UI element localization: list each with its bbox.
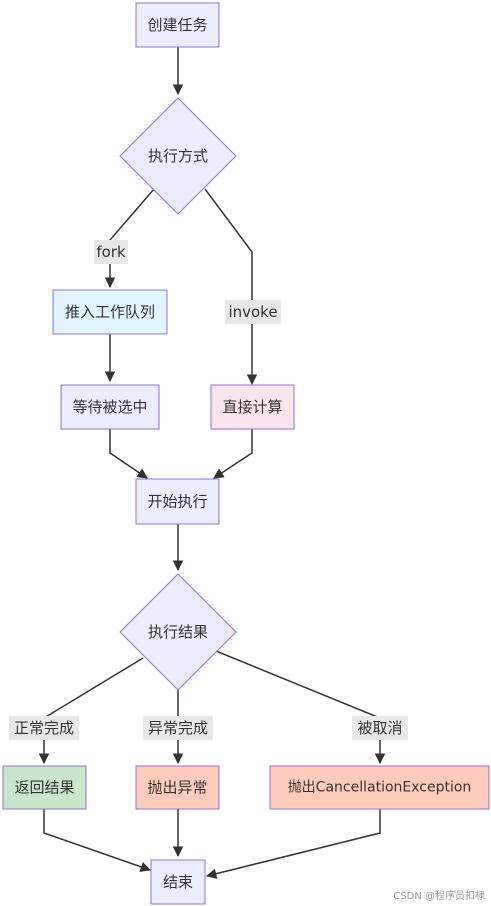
node-wait-selected: 等待被选中 [60, 384, 160, 430]
edge-label-invoke: invoke [225, 300, 281, 324]
node-throw-cancellation: 抛出CancellationException [269, 765, 490, 810]
edge-cancellation-to-end [205, 809, 381, 879]
edge-result-to-return [38, 657, 144, 765]
edge-mode-to-direct [204, 188, 258, 386]
node-throw-exception-label: 抛出异常 [147, 779, 207, 797]
node-direct-compute-label: 直接计算 [222, 398, 282, 416]
edge-label-cancelled: 被取消 [352, 716, 408, 740]
edge-label-cancelled-text: 被取消 [357, 719, 402, 737]
edges [38, 47, 386, 879]
node-wait-selected-label: 等待被选中 [72, 398, 147, 416]
node-throw-cancellation-label: 抛出CancellationException [288, 780, 472, 796]
node-exec-result-label: 执行结果 [148, 623, 208, 641]
node-end: 结束 [150, 859, 206, 905]
node-throw-exception: 抛出异常 [135, 765, 220, 810]
edge-result-to-cancellation [215, 650, 386, 765]
node-return-result-label: 返回结果 [14, 779, 74, 797]
edge-direct-to-start [213, 429, 253, 479]
node-exec-result: 执行结果 [119, 573, 237, 691]
node-create-task-label: 创建任务 [147, 16, 207, 34]
edge-label-fork: fork [94, 240, 128, 264]
edge-label-normal-text: 正常完成 [14, 719, 74, 737]
node-direct-compute: 直接计算 [210, 384, 295, 430]
edge-wait-to-start [109, 429, 148, 479]
node-push-queue: 推入工作队列 [52, 289, 168, 335]
node-exec-mode-label: 执行方式 [148, 147, 208, 165]
edge-label-invoke-text: invoke [228, 303, 277, 321]
edge-label-normal: 正常完成 [9, 716, 79, 740]
edge-return-to-end [43, 809, 151, 872]
node-exec-mode: 执行方式 [119, 97, 237, 215]
node-start-exec: 开始执行 [135, 478, 220, 525]
node-push-queue-label: 推入工作队列 [65, 303, 155, 321]
edge-label-abnormal: 异常完成 [143, 716, 213, 740]
node-create-task: 创建任务 [135, 2, 220, 48]
node-return-result: 返回结果 [2, 765, 87, 810]
edge-labels: fork invoke 正常完成 异常完成 被取消 [9, 240, 408, 740]
node-start-exec-label: 开始执行 [147, 493, 207, 511]
node-end-label: 结束 [163, 873, 193, 891]
edge-label-abnormal-text: 异常完成 [148, 719, 208, 737]
edge-mode-to-queue [104, 188, 155, 289]
edge-label-fork-text: fork [96, 243, 126, 261]
watermark: CSDN @程序员扣棣 [393, 891, 485, 902]
